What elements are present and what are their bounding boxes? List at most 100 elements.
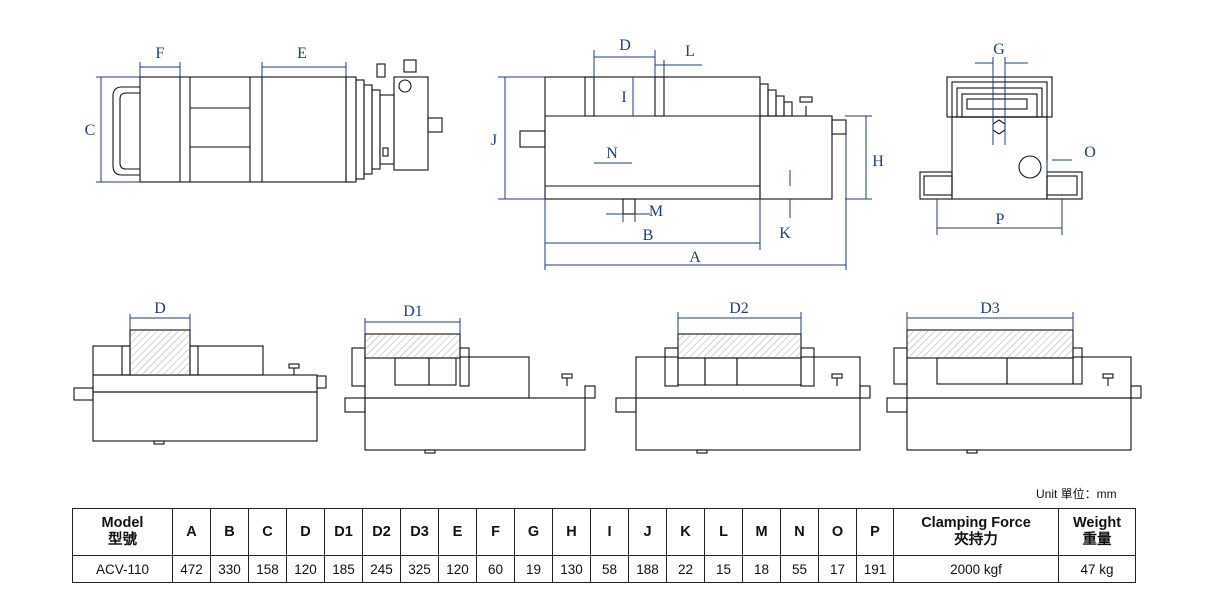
table-header-label: N [794, 523, 805, 540]
dim-label-d3: D3 [980, 300, 1000, 317]
table-header-label: P [870, 523, 880, 540]
opening-view-d1: D1 [344, 303, 596, 454]
table-cell: 245 [362, 555, 401, 583]
table-header-label: M [755, 523, 768, 540]
table-cell: 19 [514, 555, 553, 583]
table-header-label: D1 [334, 523, 353, 540]
table-cell: 17 [818, 555, 857, 583]
dim-label-e: E [297, 45, 307, 62]
table-header-cell: I [590, 508, 629, 556]
opening-view-d: D [73, 300, 327, 445]
table-header-cell: D [286, 508, 325, 556]
dim-label-c: C [85, 122, 96, 139]
table-header-cell: J [628, 508, 667, 556]
table-header-label: L [719, 523, 728, 540]
table-cell: 188 [628, 555, 667, 583]
table-header-cell: B [210, 508, 249, 556]
table-cell: 158 [248, 555, 287, 583]
dim-label-p: P [996, 211, 1005, 228]
table-header-cell: D1 [324, 508, 363, 556]
table-header-label: Weight [1072, 515, 1122, 531]
front-view [519, 76, 847, 215]
table-header-label: Model [101, 515, 144, 531]
table-cell: 2000 kgf [893, 555, 1059, 583]
table-header-cell: N [780, 508, 819, 556]
table-header-cell: M [742, 508, 781, 556]
dim-label-d-opening: D [154, 300, 166, 317]
table-header-cell: K [666, 508, 705, 556]
top-view [112, 59, 443, 183]
dim-label-d1: D1 [403, 303, 423, 320]
table-cell: ACV-110 [72, 555, 173, 583]
dim-label-j: J [491, 132, 497, 149]
unit-note: Unit 單位：mm [1036, 487, 1117, 501]
table-cell: 18 [742, 555, 781, 583]
table-header-cell: P [856, 508, 894, 556]
dim-label-g: G [993, 41, 1005, 58]
table-cell: 15 [704, 555, 743, 583]
table-cell: 472 [172, 555, 211, 583]
table-header-label: D3 [410, 523, 429, 540]
technical-drawing: F E C [73, 37, 1142, 454]
table-header-cell: C [248, 508, 287, 556]
table-header-label: H [566, 523, 577, 540]
table-header-label: K [680, 523, 691, 540]
table-header-label: D [300, 523, 311, 540]
side-view-dimensions: G O P [936, 41, 1096, 235]
table-header-label: D2 [372, 523, 391, 540]
table-cell: 55 [780, 555, 819, 583]
dim-label-k: K [779, 225, 791, 242]
table-cell: 58 [590, 555, 629, 583]
table-header-label: G [527, 523, 540, 540]
table-header-label: F [491, 523, 500, 540]
opening-view-d3: D3 [886, 300, 1142, 454]
table-cell: 22 [666, 555, 705, 583]
dim-label-h: H [872, 153, 884, 170]
table-header-label: E [452, 523, 463, 540]
table-header-cell: F [476, 508, 515, 556]
table-header-cell: G [514, 508, 553, 556]
table-header-label: Clamping Force [921, 515, 1031, 531]
dim-label-o: O [1084, 144, 1096, 161]
table-header-cell: D3 [400, 508, 439, 556]
table-cell: 191 [856, 555, 894, 583]
table-header-label: C [262, 523, 273, 540]
table-header-cell: D2 [362, 508, 401, 556]
dim-label-m: M [649, 203, 663, 220]
table-header-label: I [607, 523, 612, 540]
table-cell: 60 [476, 555, 515, 583]
table-cell: 120 [286, 555, 325, 583]
table-header-label: B [224, 523, 235, 540]
table-cell: 130 [552, 555, 591, 583]
front-view-dimensions: D L I J N M B A K H [491, 37, 884, 270]
opening-view-d2: D2 [615, 300, 871, 454]
table-cell: 330 [210, 555, 249, 583]
table-cell: 325 [400, 555, 439, 583]
table-cell: 185 [324, 555, 363, 583]
table-cell: 47 kg [1058, 555, 1136, 583]
side-view [919, 76, 1083, 200]
dim-label-a: A [689, 249, 701, 266]
table-header-sublabel: 夾持力 [954, 532, 998, 548]
table-header-cell: O [818, 508, 857, 556]
table-header-sublabel: 型號 [108, 532, 137, 548]
dim-label-f: F [156, 45, 165, 62]
table-header-cell: H [552, 508, 591, 556]
table-header-label: J [643, 523, 652, 540]
table-cell: 120 [438, 555, 477, 583]
table-header-cell: A [172, 508, 211, 556]
dim-label-d: D [619, 37, 631, 54]
dim-label-b: B [643, 227, 654, 244]
dim-label-n: N [606, 145, 618, 162]
table-header-cell: E [438, 508, 477, 556]
table-header-label: O [831, 523, 844, 540]
dim-label-d2: D2 [729, 300, 749, 317]
table-header-label: A [186, 523, 197, 540]
